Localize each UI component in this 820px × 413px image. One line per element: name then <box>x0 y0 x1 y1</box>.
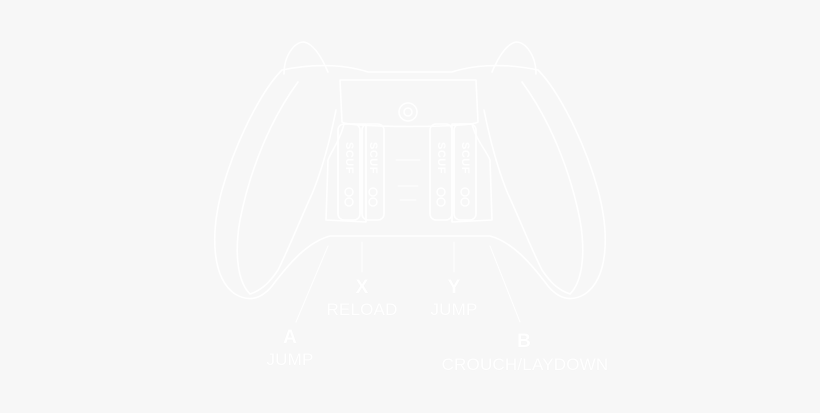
back-plate <box>339 79 479 128</box>
paddle-4-logo-icon <box>460 187 470 207</box>
left-grip-panel <box>236 81 337 295</box>
right-bumper <box>491 41 537 75</box>
label-b-button: B <box>517 331 531 352</box>
paddle-2-logo-icon <box>368 187 378 207</box>
right-grip-panel <box>483 81 584 295</box>
label-y-action: JUMP <box>430 300 478 319</box>
label-x-action: RELOAD <box>326 300 398 319</box>
paddle-4 <box>453 123 477 221</box>
paddle-1-brand: SCUF <box>343 142 355 174</box>
leader-a <box>295 245 329 323</box>
leader-b <box>489 245 521 323</box>
controller-body <box>213 64 607 300</box>
paddle-2 <box>361 123 385 221</box>
paddle-1 <box>337 123 361 221</box>
right-paddle-housing <box>451 123 493 223</box>
left-paddle-housing <box>325 123 367 223</box>
left-bumper <box>283 41 329 75</box>
label-y-button: Y <box>447 277 461 298</box>
paddle-3 <box>429 123 453 221</box>
center-emblem <box>398 102 418 122</box>
paddle-4-brand: SCUF <box>459 142 471 174</box>
paddle-3-logo-icon <box>436 187 446 207</box>
label-x-button: X <box>355 277 369 298</box>
label-a-action: JUMP <box>266 350 314 369</box>
label-a-button: A <box>283 327 297 348</box>
label-b-action: CROUCH/LAYDOWN <box>441 355 609 374</box>
paddle-3-brand: SCUF <box>435 142 447 174</box>
paddle-1-logo-icon <box>344 187 354 207</box>
paddle-2-brand: SCUF <box>367 142 379 174</box>
